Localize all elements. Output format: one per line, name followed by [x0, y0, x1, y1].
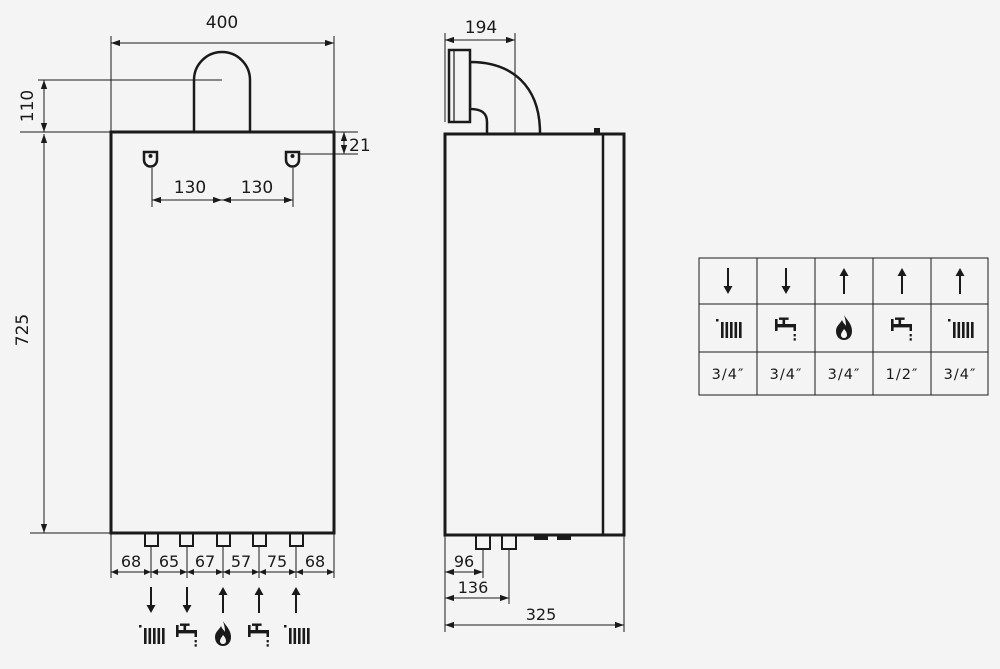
arrow-down-icon: [181, 586, 193, 614]
arrow-up-icon: [896, 267, 908, 295]
dim-pipe-spacing: 67: [195, 552, 215, 571]
dim-flue-height: 110: [18, 90, 38, 122]
dim-pipe-spacing: 68: [305, 552, 325, 571]
arrow-up-icon: [954, 267, 966, 295]
side-body: [443, 132, 626, 537]
dim-pipe-spacing: 68: [121, 552, 141, 571]
arrow-up-icon: [838, 267, 850, 295]
tap-icon: [248, 623, 269, 647]
dim-pipe-offset-2: 136: [458, 578, 489, 597]
side-flue-collar: [447, 48, 472, 124]
arrow-up-icon: [217, 586, 229, 614]
connection-size: 3/4″: [770, 367, 803, 383]
dim-pipe-spacing: 57: [231, 552, 251, 571]
radiator-icon: [139, 625, 165, 644]
side-view: 194 96 136 325: [443, 18, 626, 632]
arrow-up-icon: [290, 586, 302, 614]
tap-icon: [775, 317, 796, 341]
tap-icon: [891, 317, 912, 341]
connection-size: 1/2″: [886, 367, 919, 383]
front-connection-symbols: [139, 586, 310, 647]
front-flue-pipe: [192, 50, 252, 132]
arrow-down-icon: [145, 586, 157, 614]
radiator-icon: [948, 319, 974, 338]
dim-side-depth: 325: [526, 605, 557, 624]
arrow-down-icon: [722, 267, 734, 295]
flame-icon: [836, 315, 852, 340]
tap-icon: [176, 623, 197, 647]
dim-pipe-offset-1: 96: [454, 552, 474, 571]
dim-flue-depth: 194: [465, 18, 497, 38]
front-view: 400 110 725 21 130 130: [13, 13, 371, 647]
front-body: [109, 130, 336, 535]
radiator-icon: [716, 319, 742, 338]
flame-icon: [215, 621, 231, 646]
connection-size: 3/4″: [944, 367, 977, 383]
connection-size: 3/4″: [712, 367, 745, 383]
side-flue-elbow: [468, 60, 542, 134]
dim-hook-spacing-right: 130: [241, 178, 273, 198]
connection-table: 3/4″ 3/4″ 3/4″ 1/2″ 3/4″: [698, 257, 989, 396]
dim-pipe-spacing: 65: [159, 552, 179, 571]
mounting-hook-left: [142, 150, 159, 168]
dim-hook-offset: 21: [349, 136, 371, 156]
dim-front-width: 400: [206, 13, 238, 33]
dim-pipe-spacing: 75: [267, 552, 287, 571]
arrow-up-icon: [253, 586, 265, 614]
dim-hook-spacing-left: 130: [174, 178, 206, 198]
dim-body-height: 725: [13, 314, 33, 346]
arrow-down-icon: [780, 267, 792, 295]
mounting-hook-right: [284, 150, 301, 168]
connection-size: 3/4″: [828, 367, 861, 383]
radiator-icon: [284, 625, 310, 644]
